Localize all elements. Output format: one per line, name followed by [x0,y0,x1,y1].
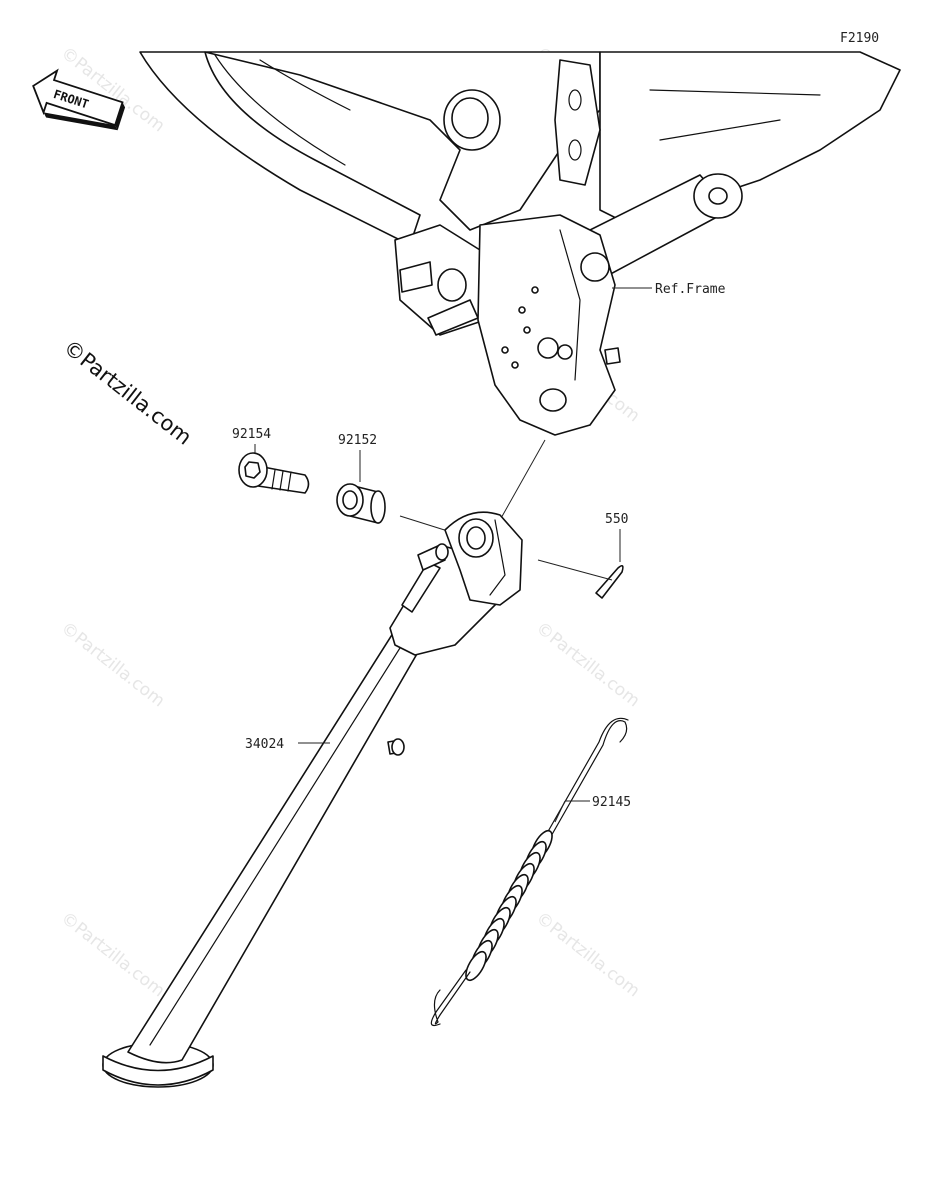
frame [139,51,901,436]
collar-92152: 92152 [336,433,471,539]
ref-frame-label: Ref.Frame [655,282,726,297]
watermark: ©Partzilla.com [532,618,643,711]
spring-label: 92145 [592,795,631,810]
watermark: ©Partzilla.com [532,908,643,1001]
side-stand-34024: 34024 [102,511,523,1088]
copyright-text: ©Partzilla.com [59,335,196,450]
pin-label: 550 [605,512,628,527]
pin-550: 550 [537,512,628,599]
spring-coils [465,829,553,982]
front-arrow: FRONT [32,68,126,131]
spring-92145: 92145 [430,717,631,1027]
stand-label: 34024 [245,737,284,752]
collar-label: 92152 [338,433,377,448]
watermark: ©Partzilla.com [57,618,168,711]
bolt-92154: 92154 [232,427,310,494]
axis-line [499,439,546,521]
diagram-code: F2190 [840,31,879,46]
bolt-label: 92154 [232,427,271,442]
watermark: ©Partzilla.com [57,908,168,1001]
